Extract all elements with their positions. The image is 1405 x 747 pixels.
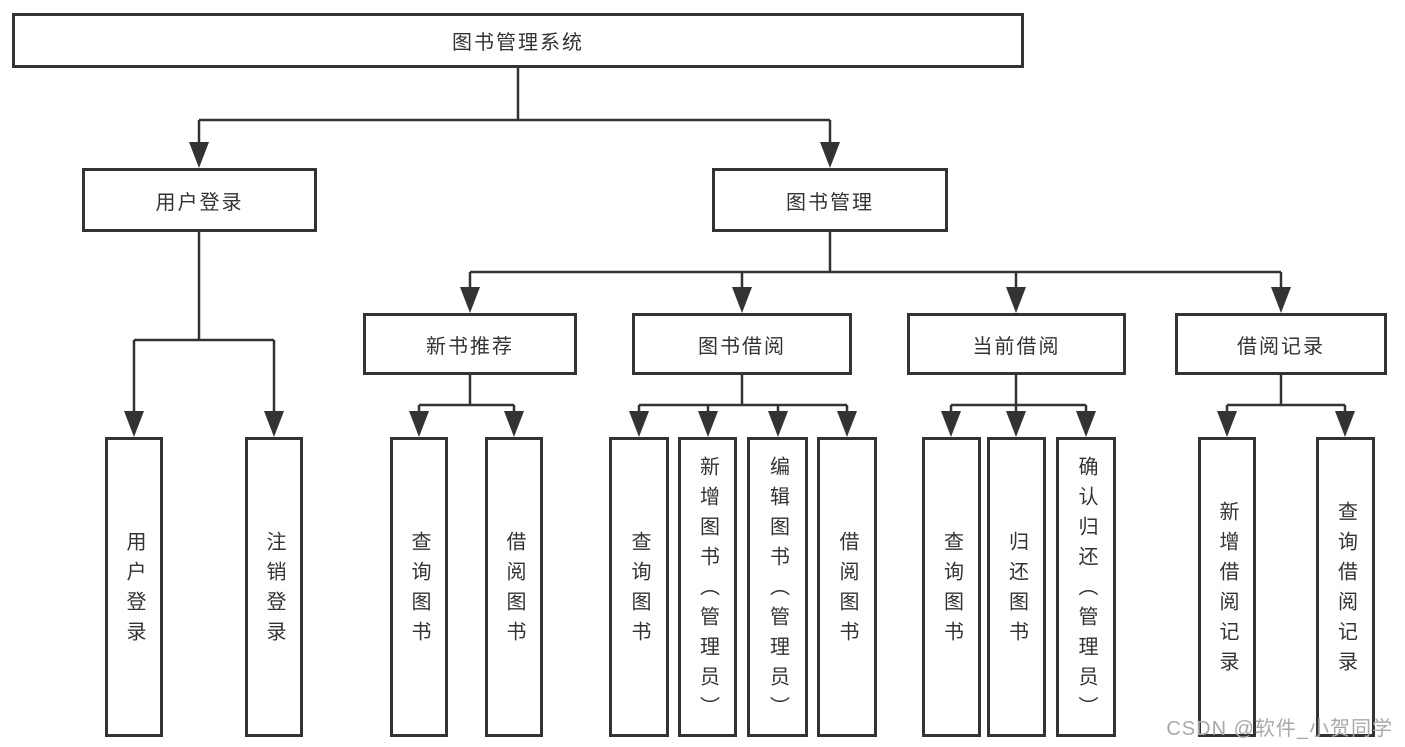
leaf-return-books: 归还图书 — [987, 437, 1046, 737]
leaf-logout: 注销登录 — [245, 437, 303, 737]
leaf-label: 查询图书 — [940, 531, 963, 651]
leaf-query-books-recommend: 查询图书 — [390, 437, 448, 737]
leaf-label: 借阅图书 — [836, 531, 858, 651]
node-book-borrowing: 图书借阅 — [632, 313, 852, 375]
leaf-confirm-return-admin: 确认归还（管理员） — [1056, 437, 1116, 737]
leaf-label: 新增借阅记录 — [1216, 501, 1238, 681]
leaf-edit-books-admin: 编辑图书（管理员） — [747, 437, 808, 737]
leaf-label: 编辑图书（管理员） — [766, 456, 789, 726]
leaf-add-books-admin: 新增图书（管理员） — [678, 437, 737, 737]
leaf-borrow-books-recommend: 借阅图书 — [485, 437, 543, 737]
leaf-label: 查询借阅记录 — [1334, 501, 1357, 681]
node-label: 新书推荐 — [426, 335, 514, 358]
leaf-label: 查询图书 — [408, 531, 430, 651]
leaf-label: 确认归还（管理员） — [1075, 456, 1097, 726]
leaf-add-borrow-record: 新增借阅记录 — [1198, 437, 1256, 737]
leaf-label: 查询图书 — [628, 531, 650, 651]
node-label: 图书管理 — [786, 191, 874, 214]
watermark-text: CSDN @软件_小贺同学 — [1166, 718, 1393, 740]
leaf-user-login: 用户登录 — [105, 437, 163, 737]
node-borrow-records: 借阅记录 — [1175, 313, 1387, 375]
node-book-management: 图书管理 — [712, 168, 948, 232]
leaf-label: 注销登录 — [263, 531, 285, 651]
node-label: 用户登录 — [155, 191, 244, 214]
node-label: 图书借阅 — [698, 335, 786, 358]
leaf-borrow-books-borrowing: 借阅图书 — [817, 437, 877, 737]
leaf-query-borrow-record: 查询借阅记录 — [1316, 437, 1375, 737]
node-current-borrowing: 当前借阅 — [907, 313, 1126, 375]
leaf-label: 用户登录 — [123, 531, 145, 651]
node-label: 借阅记录 — [1237, 335, 1325, 358]
leaf-label: 归还图书 — [1005, 531, 1028, 651]
node-label: 图书管理系统 — [452, 32, 584, 54]
leaf-query-books-borrowing: 查询图书 — [609, 437, 669, 737]
node-new-book-recommendation: 新书推荐 — [363, 313, 577, 375]
leaf-label: 新增图书（管理员） — [696, 456, 719, 726]
leaf-query-books-current: 查询图书 — [922, 437, 981, 737]
node-label: 当前借阅 — [972, 335, 1061, 358]
node-library-management-system: 图书管理系统 — [12, 13, 1024, 68]
leaf-label: 借阅图书 — [503, 531, 525, 651]
node-user-login: 用户登录 — [82, 168, 317, 232]
